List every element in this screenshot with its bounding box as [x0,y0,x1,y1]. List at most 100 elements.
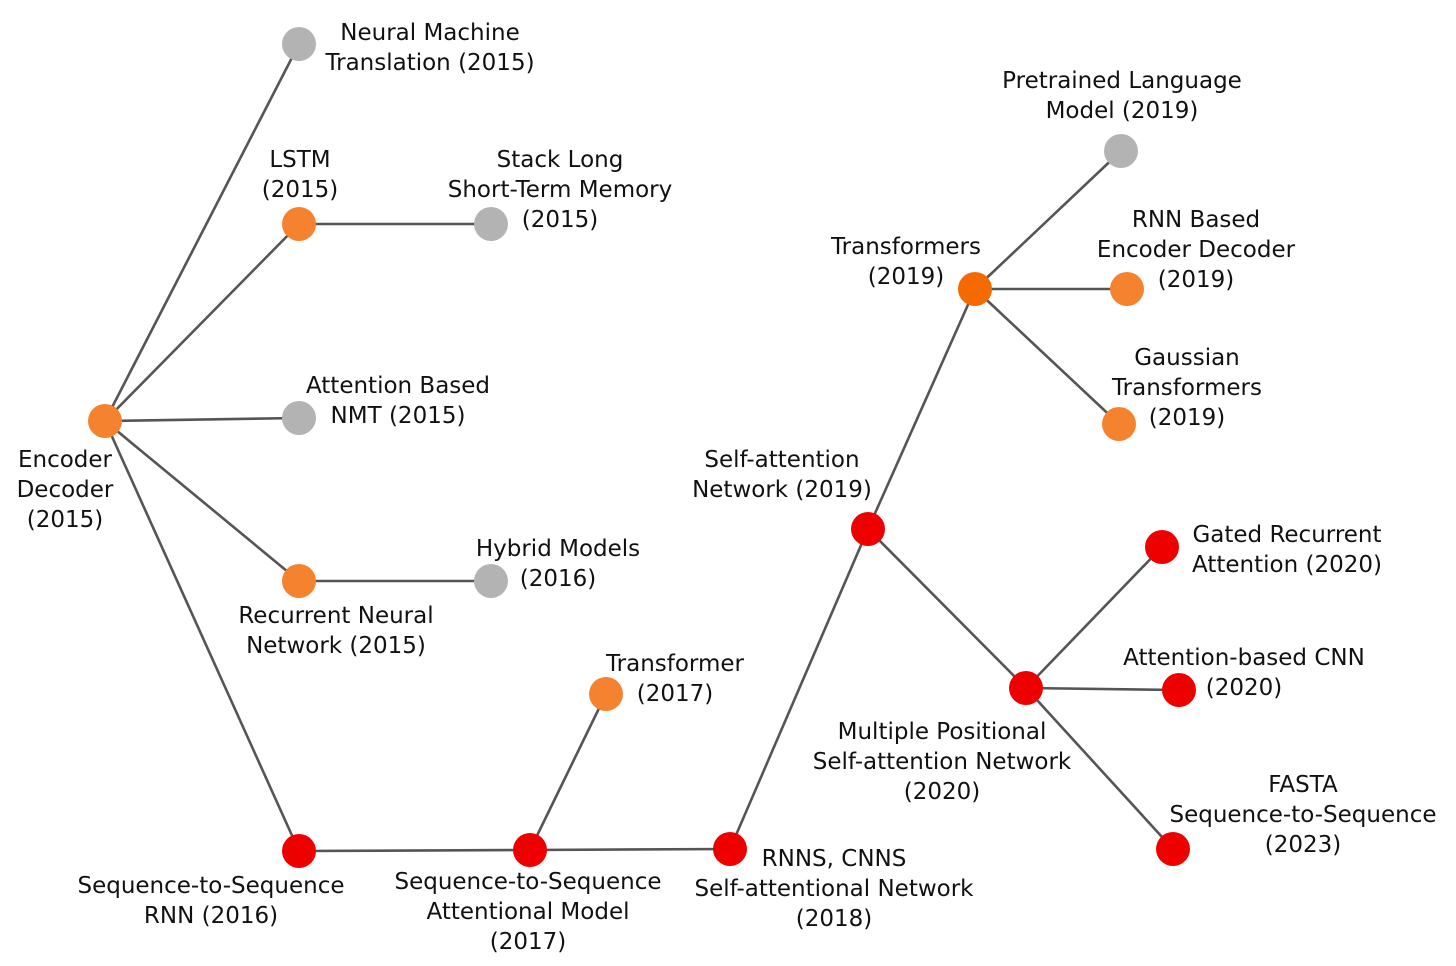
node-rnn [282,564,316,598]
label-attn-cnn: Attention-based CNN (2020) [1123,645,1365,701]
label-line: (2016) [520,566,596,592]
node-hybrid [474,564,508,598]
label-line: (2015) [27,507,103,533]
label-line: (2018) [796,906,872,932]
edge-self-attention-to-transformers-2019 [866,288,977,530]
label-line: Transformers [830,234,981,260]
label-line: (2019) [1158,267,1234,293]
label-line: Self-attention [704,447,859,473]
label-line: (2017) [490,929,566,955]
node-gaussian [1102,407,1136,441]
label-line: Transformer [605,651,745,677]
label-line: RNN Based [1132,207,1260,233]
label-line: Network (2019) [692,477,872,503]
label-line: Neural Machine [340,20,519,46]
label-line: Sequence-to-Sequence [394,869,661,895]
label-fasta: FASTA Sequence-to-Sequence (2023) [1169,772,1436,858]
label-lstm: LSTM (2015) [262,147,338,203]
label-hybrid: Hybrid Models (2016) [476,536,640,592]
label-line: RNN (2016) [144,903,278,929]
label-line: (2015) [262,177,338,203]
node-attention-nmt [282,401,316,435]
label-line: LSTM [269,147,330,173]
label-line: Transformers [1111,375,1262,401]
label-line: Hybrid Models [476,536,640,562]
label-line: Translation (2015) [324,50,534,76]
label-line: (2019) [1149,405,1225,431]
label-line: Pretrained Language [1002,68,1242,94]
edge-rnns-cnns-to-self-attention [728,528,870,850]
label-line: (2020) [904,779,980,805]
node-rnns-cnns [713,832,747,866]
node-fasta [1156,832,1190,866]
node-self-attention [851,512,885,546]
edge-multi-pos-to-gated [1025,546,1163,689]
label-line: RNNS, CNNS [762,846,907,872]
edge-encoder-decoder-to-seq2seq-rnn [103,420,301,852]
edge-encoder-decoder-to-nmt [103,43,301,422]
node-attn-cnn [1162,673,1196,707]
label-line: Self-attentional Network [694,876,974,902]
edge-multi-pos-to-fasta [1025,687,1174,850]
label-line: Attention-based CNN [1123,645,1365,671]
node-nmt [282,27,316,61]
label-line: (2020) [1206,675,1282,701]
node-seq2seq-rnn [282,834,316,868]
edge-encoder-decoder-to-rnn [104,419,300,583]
node-multi-pos [1009,671,1043,705]
edge-encoder-decoder-to-attention-nmt [104,416,300,423]
edge-transformers-2019-to-pretrained-lm [974,150,1122,290]
label-transformer-2017: Transformer (2017) [605,651,745,707]
edge-transformers-2019-to-gaussian [974,288,1120,425]
label-line: Attention (2020) [1192,552,1382,578]
label-line: Recurrent Neural [238,603,433,629]
node-lstm [282,207,316,241]
label-line: Self-attention Network [813,749,1072,775]
edge-seq2seq-attn-to-rnns-cnns [529,847,731,852]
edge-self-attention-to-multi-pos [867,528,1027,689]
label-transformers-2019: Transformers (2019) [830,234,981,290]
label-line: (2017) [637,681,713,707]
node-stack-lstm [474,207,508,241]
label-line: (2023) [1265,832,1341,858]
label-line: FASTA [1268,772,1338,798]
node-seq2seq-attn [513,833,547,867]
node-layer [88,27,1196,868]
edge-seq2seq-rnn-to-seq2seq-attn [298,848,531,853]
label-line: NMT (2015) [331,403,466,429]
edge-layer [103,43,1180,853]
label-line: (2019) [868,264,944,290]
label-line: Model (2019) [1046,98,1199,124]
label-line: Encoder Decoder [1097,237,1296,263]
node-transformers-2019 [958,272,992,306]
node-encoder-decoder [88,404,122,438]
node-rnn-enc-dec [1110,272,1144,306]
label-line: Sequence-to-Sequence [1169,802,1436,828]
label-line: Attentional Model [426,899,629,925]
node-gated [1145,530,1179,564]
edge-seq2seq-attn-to-transformer-2017 [528,693,608,851]
node-transformer-2017 [589,677,623,711]
node-pretrained-lm [1104,134,1138,168]
label-line: Decoder [17,477,114,503]
label-line: Encoder [18,447,113,473]
label-line: Gaussian [1134,345,1240,371]
label-line: Gated Recurrent [1192,522,1381,548]
edge-multi-pos-to-attn-cnn [1025,686,1180,692]
label-line: Network (2015) [246,633,426,659]
